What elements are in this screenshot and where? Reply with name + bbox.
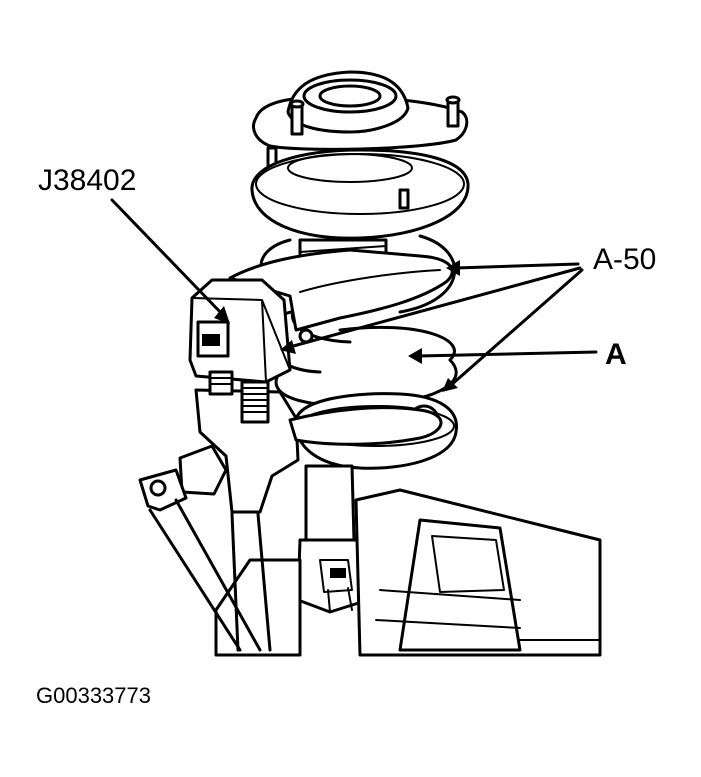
j38402-compressor-tool [138, 248, 454, 652]
bench-vise [214, 488, 602, 657]
spring-label: A [605, 338, 627, 371]
jaws-label: A-50 [593, 243, 657, 276]
strut-body [296, 464, 370, 614]
leader-lines [110, 198, 598, 392]
upper-mount [252, 70, 469, 168]
tool-label: J38402 [38, 164, 137, 197]
figure-id: G00333773 [36, 683, 151, 708]
upper-spring-seat [250, 148, 470, 240]
